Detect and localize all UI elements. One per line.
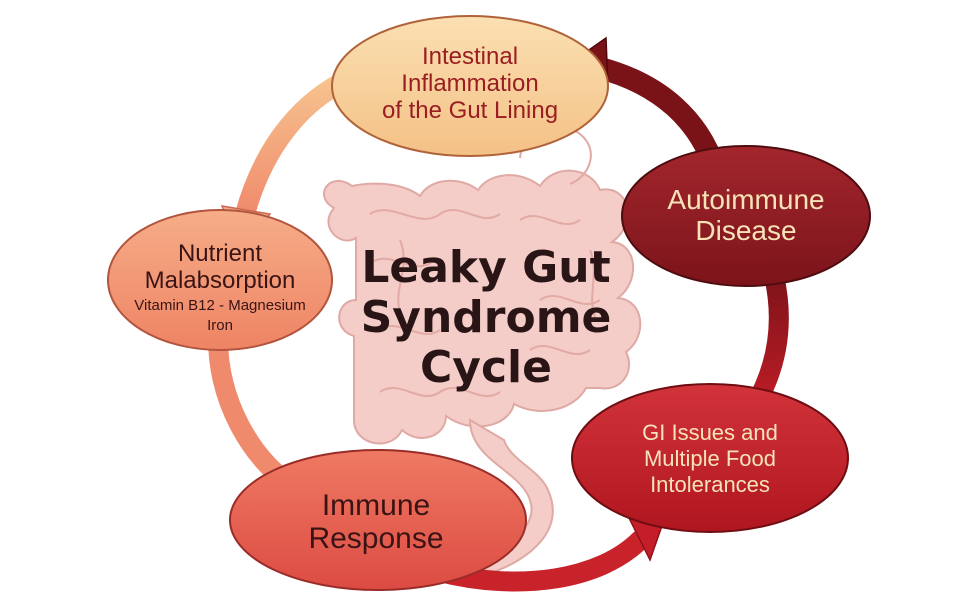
- node-autoimmune-line1: Autoimmune: [667, 184, 824, 215]
- node-gi-line3: Intolerances: [650, 472, 770, 497]
- node-nutrient-line2: Malabsorption: [145, 267, 296, 294]
- node-nutrient-line4: Iron: [207, 317, 233, 334]
- node-gi-issues: GI Issues and Multiple Food Intolerances: [571, 383, 849, 533]
- node-autoimmune-line2: Disease: [695, 215, 796, 246]
- node-inflammation-line1: Intestinal: [422, 43, 518, 70]
- node-immune-line2: Response: [308, 522, 443, 555]
- node-immune-line1: Immune: [322, 489, 430, 522]
- title-line3: Cycle: [420, 342, 552, 393]
- arrow-immune-to-gi: [430, 530, 650, 592]
- node-nutrient-line1: Nutrient: [178, 240, 262, 267]
- node-inflammation-line2: Inflammation: [401, 70, 538, 97]
- node-nutrient-malabsorption: Nutrient Malabsorption Vitamin B12 - Mag…: [107, 209, 333, 351]
- title-line1: Leaky Gut: [361, 242, 610, 293]
- node-gi-line1: GI Issues and: [642, 420, 778, 445]
- node-immune-response: Immune Response: [229, 449, 527, 591]
- intestine-illustration: [323, 125, 642, 576]
- node-autoimmune: Autoimmune Disease: [621, 145, 871, 287]
- node-inflammation-line3: of the Gut Lining: [382, 97, 558, 124]
- node-gi-line2: Multiple Food: [644, 446, 776, 471]
- node-nutrient-line3: Vitamin B12 - Magnesium: [134, 297, 305, 314]
- arrow-gi-to-autoimmune: [750, 266, 789, 406]
- node-inflammation: Intestinal Inflammation of the Gut Linin…: [331, 15, 609, 157]
- arrow-inflammation-to-nutrient: [235, 72, 352, 224]
- title-line2: Syndrome: [361, 292, 612, 343]
- diagram-title: Leaky Gut Syndrome Cycle: [361, 242, 612, 393]
